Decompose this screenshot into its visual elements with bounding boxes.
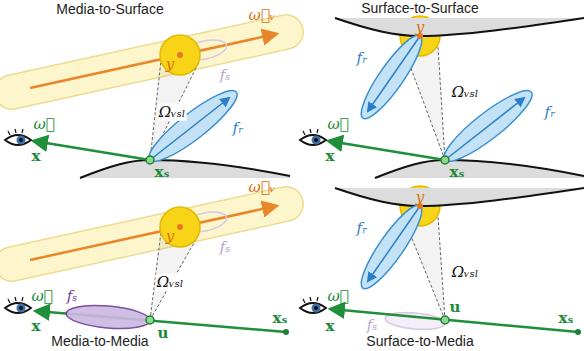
math-label: fᵣ: [233, 120, 244, 137]
math-label: y: [166, 56, 174, 73]
math-label: ω⃗: [327, 116, 348, 133]
math-label: ω⃗ᵥ: [249, 7, 276, 24]
math-label: xₛ: [559, 310, 574, 327]
camera-ray: [34, 141, 150, 160]
brdf-arrow: [445, 98, 524, 160]
cone-edge: [438, 46, 445, 160]
eye-icon: [300, 297, 326, 313]
math-label: Ωᵥₛₗ: [158, 104, 187, 121]
math-label: ω⃗: [33, 116, 54, 133]
math-label: xₛ: [155, 164, 170, 181]
medium-band: [12, 32, 286, 92]
brdf-lobe: [437, 82, 540, 170]
math-label: y: [166, 228, 174, 245]
phase-lobe: [65, 302, 151, 331]
light-point: [177, 52, 183, 58]
ray-arrow: [30, 34, 276, 88]
eye-icon: [5, 297, 31, 313]
math-label: ω⃗: [327, 288, 348, 305]
surface: [375, 160, 584, 178]
light-sphere: [160, 207, 200, 247]
math-label: fᵣ: [357, 50, 368, 67]
math-label: u: [158, 325, 169, 342]
light-sphere: [160, 35, 200, 75]
camera-ray: [329, 141, 445, 160]
shading-point: [441, 156, 449, 164]
ray-end: [575, 329, 581, 335]
math-label: x: [32, 148, 41, 165]
brdf-arrow: [368, 206, 420, 281]
math-label: fₛ: [220, 67, 231, 84]
math-label: x: [326, 318, 335, 335]
surface-to-media-panel: [300, 186, 584, 335]
scatter-point: [441, 316, 449, 324]
surface-edge: [335, 18, 584, 36]
math-label: y: [416, 19, 424, 36]
math-label: xₛ: [273, 310, 288, 327]
math-label: fᵣ: [545, 104, 556, 121]
math-label: x: [32, 318, 41, 335]
surface-edge: [375, 160, 584, 178]
ray-end: [283, 329, 289, 335]
light-point: [177, 224, 183, 230]
panel-title: Media-to-Surface: [56, 2, 163, 17]
brdf-lobe: [353, 199, 430, 295]
math-label: ω⃗ᵥ: [249, 179, 276, 196]
media-to-media-panel: [5, 204, 289, 335]
math-label: fₛ: [67, 288, 78, 305]
media-to-surface-panel: [5, 32, 290, 178]
surface-to-surface-panel: [300, 16, 584, 178]
math-label: Ωᵥₛₗ: [451, 84, 480, 101]
brdf-lobe: [353, 29, 430, 125]
surface: [80, 160, 290, 178]
surface: [335, 18, 584, 36]
medium-band: [12, 204, 286, 264]
eye-icon: [5, 129, 31, 145]
brdf-arrow: [368, 36, 420, 111]
math-label: fₛ: [367, 317, 378, 334]
math-label: fᵣ: [357, 220, 368, 237]
eye-icon: [300, 129, 326, 145]
brdf-arrow: [150, 98, 229, 160]
panel-title: Surface-to-Media: [366, 335, 473, 350]
surface-edge: [80, 160, 290, 178]
scatter-point: [146, 316, 154, 324]
math-label: fₛ: [220, 239, 231, 256]
panel-title: Media-to-Media: [51, 335, 148, 350]
shading-point: [146, 156, 154, 164]
surface-edge: [335, 188, 584, 206]
math-label: y: [416, 189, 424, 206]
math-label: xₛ: [450, 164, 465, 181]
math-label: Ωᵥₛₗ: [451, 264, 480, 281]
surface: [335, 188, 584, 206]
panel-title: Surface-to-Surface: [361, 1, 479, 16]
cone-edge: [438, 216, 445, 320]
ray-arrow: [30, 206, 276, 260]
brdf-lobe: [142, 82, 245, 170]
math-label: ω⃗: [31, 288, 52, 305]
math-label: u: [450, 299, 461, 316]
math-label: Ωᵥₛₗ: [156, 274, 185, 291]
math-label: x: [326, 148, 335, 165]
medium-band: [12, 32, 286, 92]
medium-band: [12, 204, 286, 264]
